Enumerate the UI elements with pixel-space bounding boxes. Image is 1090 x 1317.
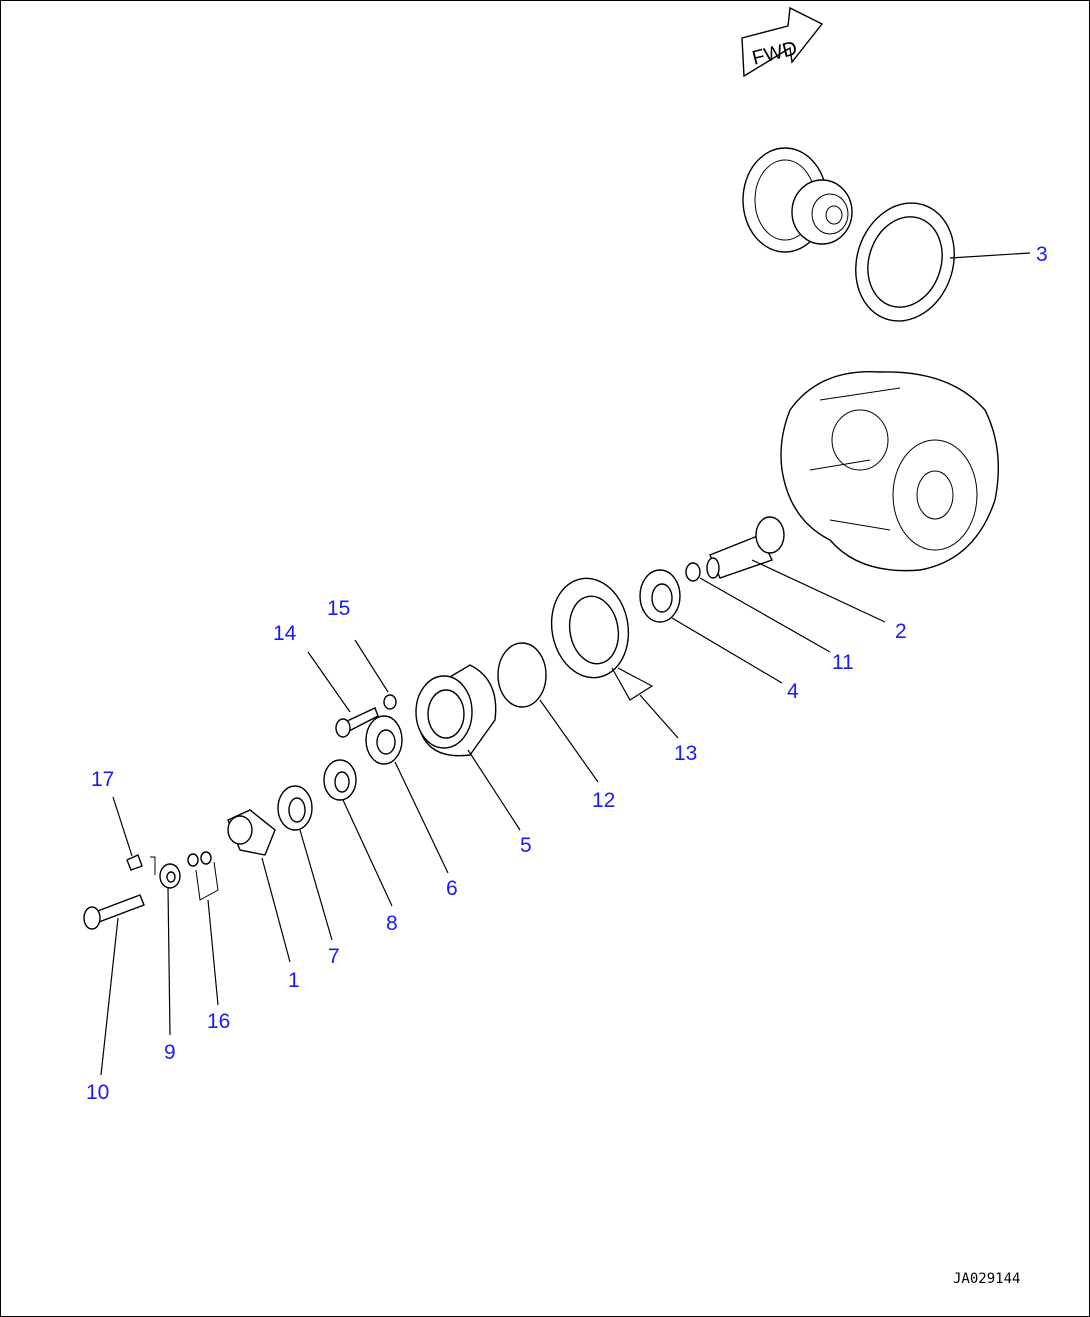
callout-12: 12 <box>592 789 615 812</box>
callout-numbers: 1 2 3 4 5 6 7 8 9 10 11 12 13 14 15 16 1… <box>86 243 1048 1104</box>
callout-10: 10 <box>86 1081 109 1104</box>
callout-4: 4 <box>787 680 799 703</box>
bearing-6 <box>365 715 403 765</box>
drawing-code: JA029144 <box>953 1271 1020 1287</box>
callout-1: 1 <box>288 969 300 992</box>
callout-5: 5 <box>520 834 532 857</box>
spacer-8 <box>323 759 357 801</box>
callout-15: 15 <box>327 597 350 620</box>
o-ring <box>497 642 547 708</box>
bolt-14 <box>335 707 379 738</box>
callout-11: 11 <box>832 651 854 674</box>
bearing-4 <box>639 569 681 623</box>
bearing-cage <box>550 577 630 679</box>
callout-8: 8 <box>386 912 398 935</box>
washer-15 <box>383 694 397 710</box>
cap-17 <box>126 854 143 871</box>
axle-housing <box>780 370 999 572</box>
callout-17: 17 <box>91 768 114 791</box>
snap-ring <box>685 562 701 582</box>
callout-16: 16 <box>207 1010 230 1033</box>
coupling-1 <box>227 809 276 856</box>
callout-14: 14 <box>273 622 297 645</box>
bolt-10 <box>83 894 145 930</box>
callout-13: 13 <box>674 742 697 765</box>
fwd-arrow-icon: FWD <box>741 6 824 78</box>
ring-gear <box>855 202 955 322</box>
leader-lines <box>100 252 1031 1076</box>
callout-6: 6 <box>446 877 458 900</box>
callout-3: 3 <box>1036 243 1048 266</box>
differential-carrier <box>742 147 853 253</box>
oil-seal-7 <box>277 785 313 831</box>
washer-9 <box>159 863 181 889</box>
callout-7: 7 <box>328 945 340 968</box>
lock-plate-16 <box>187 851 219 901</box>
callout-2: 2 <box>895 620 907 643</box>
cage-housing <box>415 664 497 757</box>
pinion-shaft <box>706 516 785 579</box>
callout-9: 9 <box>164 1041 176 1064</box>
